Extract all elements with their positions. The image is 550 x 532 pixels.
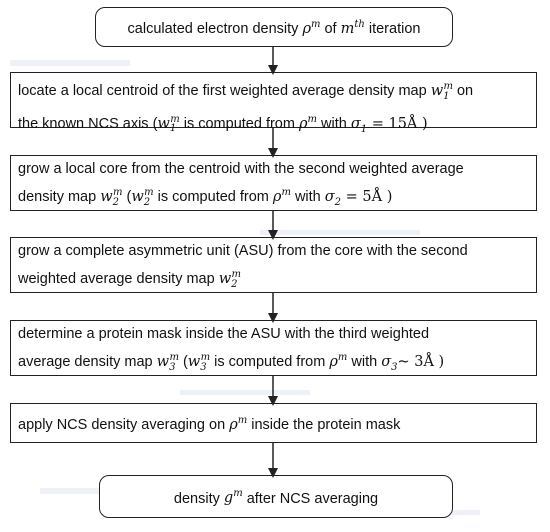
- step-mask-box: determine a protein mask inside the ASU …: [10, 320, 537, 376]
- step-end-text: density gm after NCS averaging: [173, 488, 379, 507]
- step-asu-line1: grow a complete asymmetric unit (ASU) fr…: [18, 243, 468, 259]
- step-asu-line2: weighted average density map w2m: [18, 269, 241, 290]
- step-end-box: density gm after NCS averaging: [99, 475, 453, 518]
- step-centroid-line1: locate a local centroid of the first wei…: [18, 81, 474, 102]
- step-centroid-line2: the known NCS axis (w1m is computed from…: [18, 113, 428, 135]
- step-averaging-text: apply NCS density averaging on ρm inside…: [18, 415, 401, 433]
- step-core-line1: grow a local core from the centroid with…: [18, 161, 464, 177]
- step-asu-box: grow a complete asymmetric unit (ASU) fr…: [10, 237, 537, 293]
- step-core-line2: density map w2m (w2m is computed from ρm…: [18, 187, 393, 208]
- step-start-box: calculated electron density ρm of mth it…: [95, 7, 453, 47]
- step-mask-line2: average density map w3m (w3m is computed…: [18, 352, 445, 373]
- step-averaging-box: apply NCS density averaging on ρm inside…: [10, 403, 537, 443]
- step-mask-line1: determine a protein mask inside the ASU …: [18, 326, 430, 342]
- step-start-text: calculated electron density ρm of mth it…: [127, 19, 421, 37]
